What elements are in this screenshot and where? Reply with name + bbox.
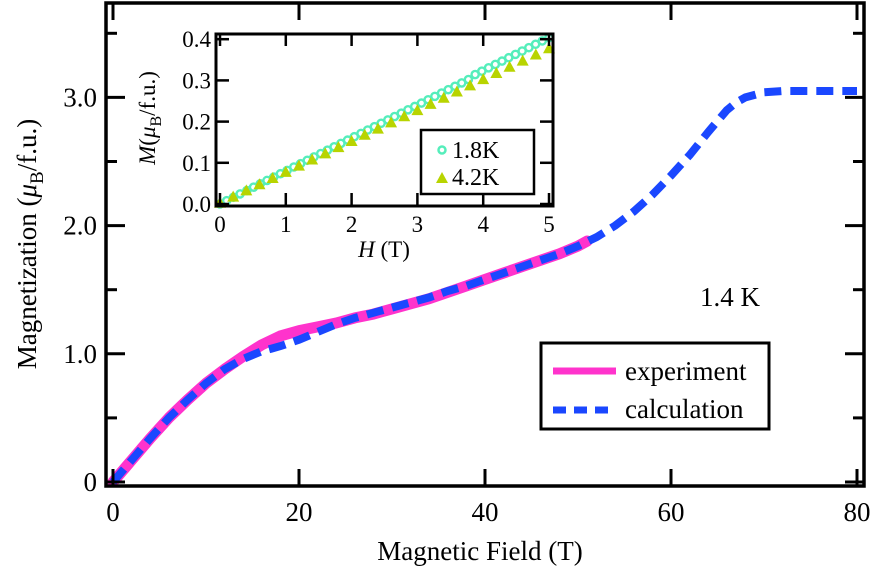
y-tick-label: 3.0 — [63, 82, 97, 112]
inset-x-tick-label: 5 — [543, 212, 555, 237]
inset-x-tick-label: 3 — [412, 212, 424, 237]
inset-plot: 0 1 2 3 4 5 0.0 0.1 0.2 0.3 0.4 H (T) M(μB/f.u.) 1… — [135, 27, 555, 262]
temperature-annotation: 1.4 K — [700, 282, 761, 312]
inset-y-axis-title: M(μB/f.u.) — [135, 71, 165, 166]
x-tick-label: 0 — [106, 497, 120, 527]
inset-legend: 1.8K 4.2K — [419, 128, 536, 196]
x-tick-label: 80 — [844, 497, 871, 527]
x-tick-label: 60 — [658, 497, 685, 527]
inset-x-tick-label: 0 — [214, 212, 226, 237]
inset-y-tick-label: 0.1 — [182, 151, 211, 176]
inset-axis-ticks — [216, 34, 553, 206]
main-legend: experiment calculation — [539, 341, 771, 431]
inset-x-tick-label: 2 — [346, 212, 358, 237]
inset-plot-frame — [214, 32, 555, 208]
y-axis-title: Magnetization (μB/f.u.) — [12, 119, 48, 369]
inset-x-tick-label: 4 — [477, 212, 489, 237]
inset-y-tick-label: 0.2 — [182, 110, 211, 135]
y-tick-label: 2.0 — [63, 211, 97, 241]
inset-y-tick-label: 0.3 — [182, 68, 211, 93]
y-tick-label: 0 — [84, 467, 98, 497]
legend-circle-icon — [437, 145, 447, 155]
calculation-curve — [109, 87, 857, 485]
inset-y-tick-label: 0.4 — [182, 27, 211, 52]
x-tick-label: 40 — [472, 497, 499, 527]
inset-x-axis-title: H (T) — [357, 237, 410, 262]
inset-series-4-2K — [214, 42, 555, 208]
x-tick-label: 20 — [286, 497, 313, 527]
inset-legend-4-2K: 4.2K — [452, 165, 500, 191]
legend-calculation-label: calculation — [625, 394, 744, 424]
experiment-curve — [107, 235, 593, 488]
inset-y-tick-label: 0.0 — [182, 192, 211, 217]
legend-triangle-icon — [436, 172, 448, 183]
inset-legend-1-8K: 1.8K — [452, 138, 500, 164]
main-axis-ticks — [106, 3, 864, 486]
inset-x-tick-label: 1 — [280, 212, 292, 237]
inset-tick-labels: 0 1 2 3 4 5 0.0 0.1 0.2 0.3 0.4 — [182, 27, 555, 237]
x-axis-title: Magnetic Field (T) — [377, 536, 582, 566]
y-tick-label: 1.0 — [63, 339, 97, 369]
legend-experiment-label: experiment — [625, 356, 747, 386]
